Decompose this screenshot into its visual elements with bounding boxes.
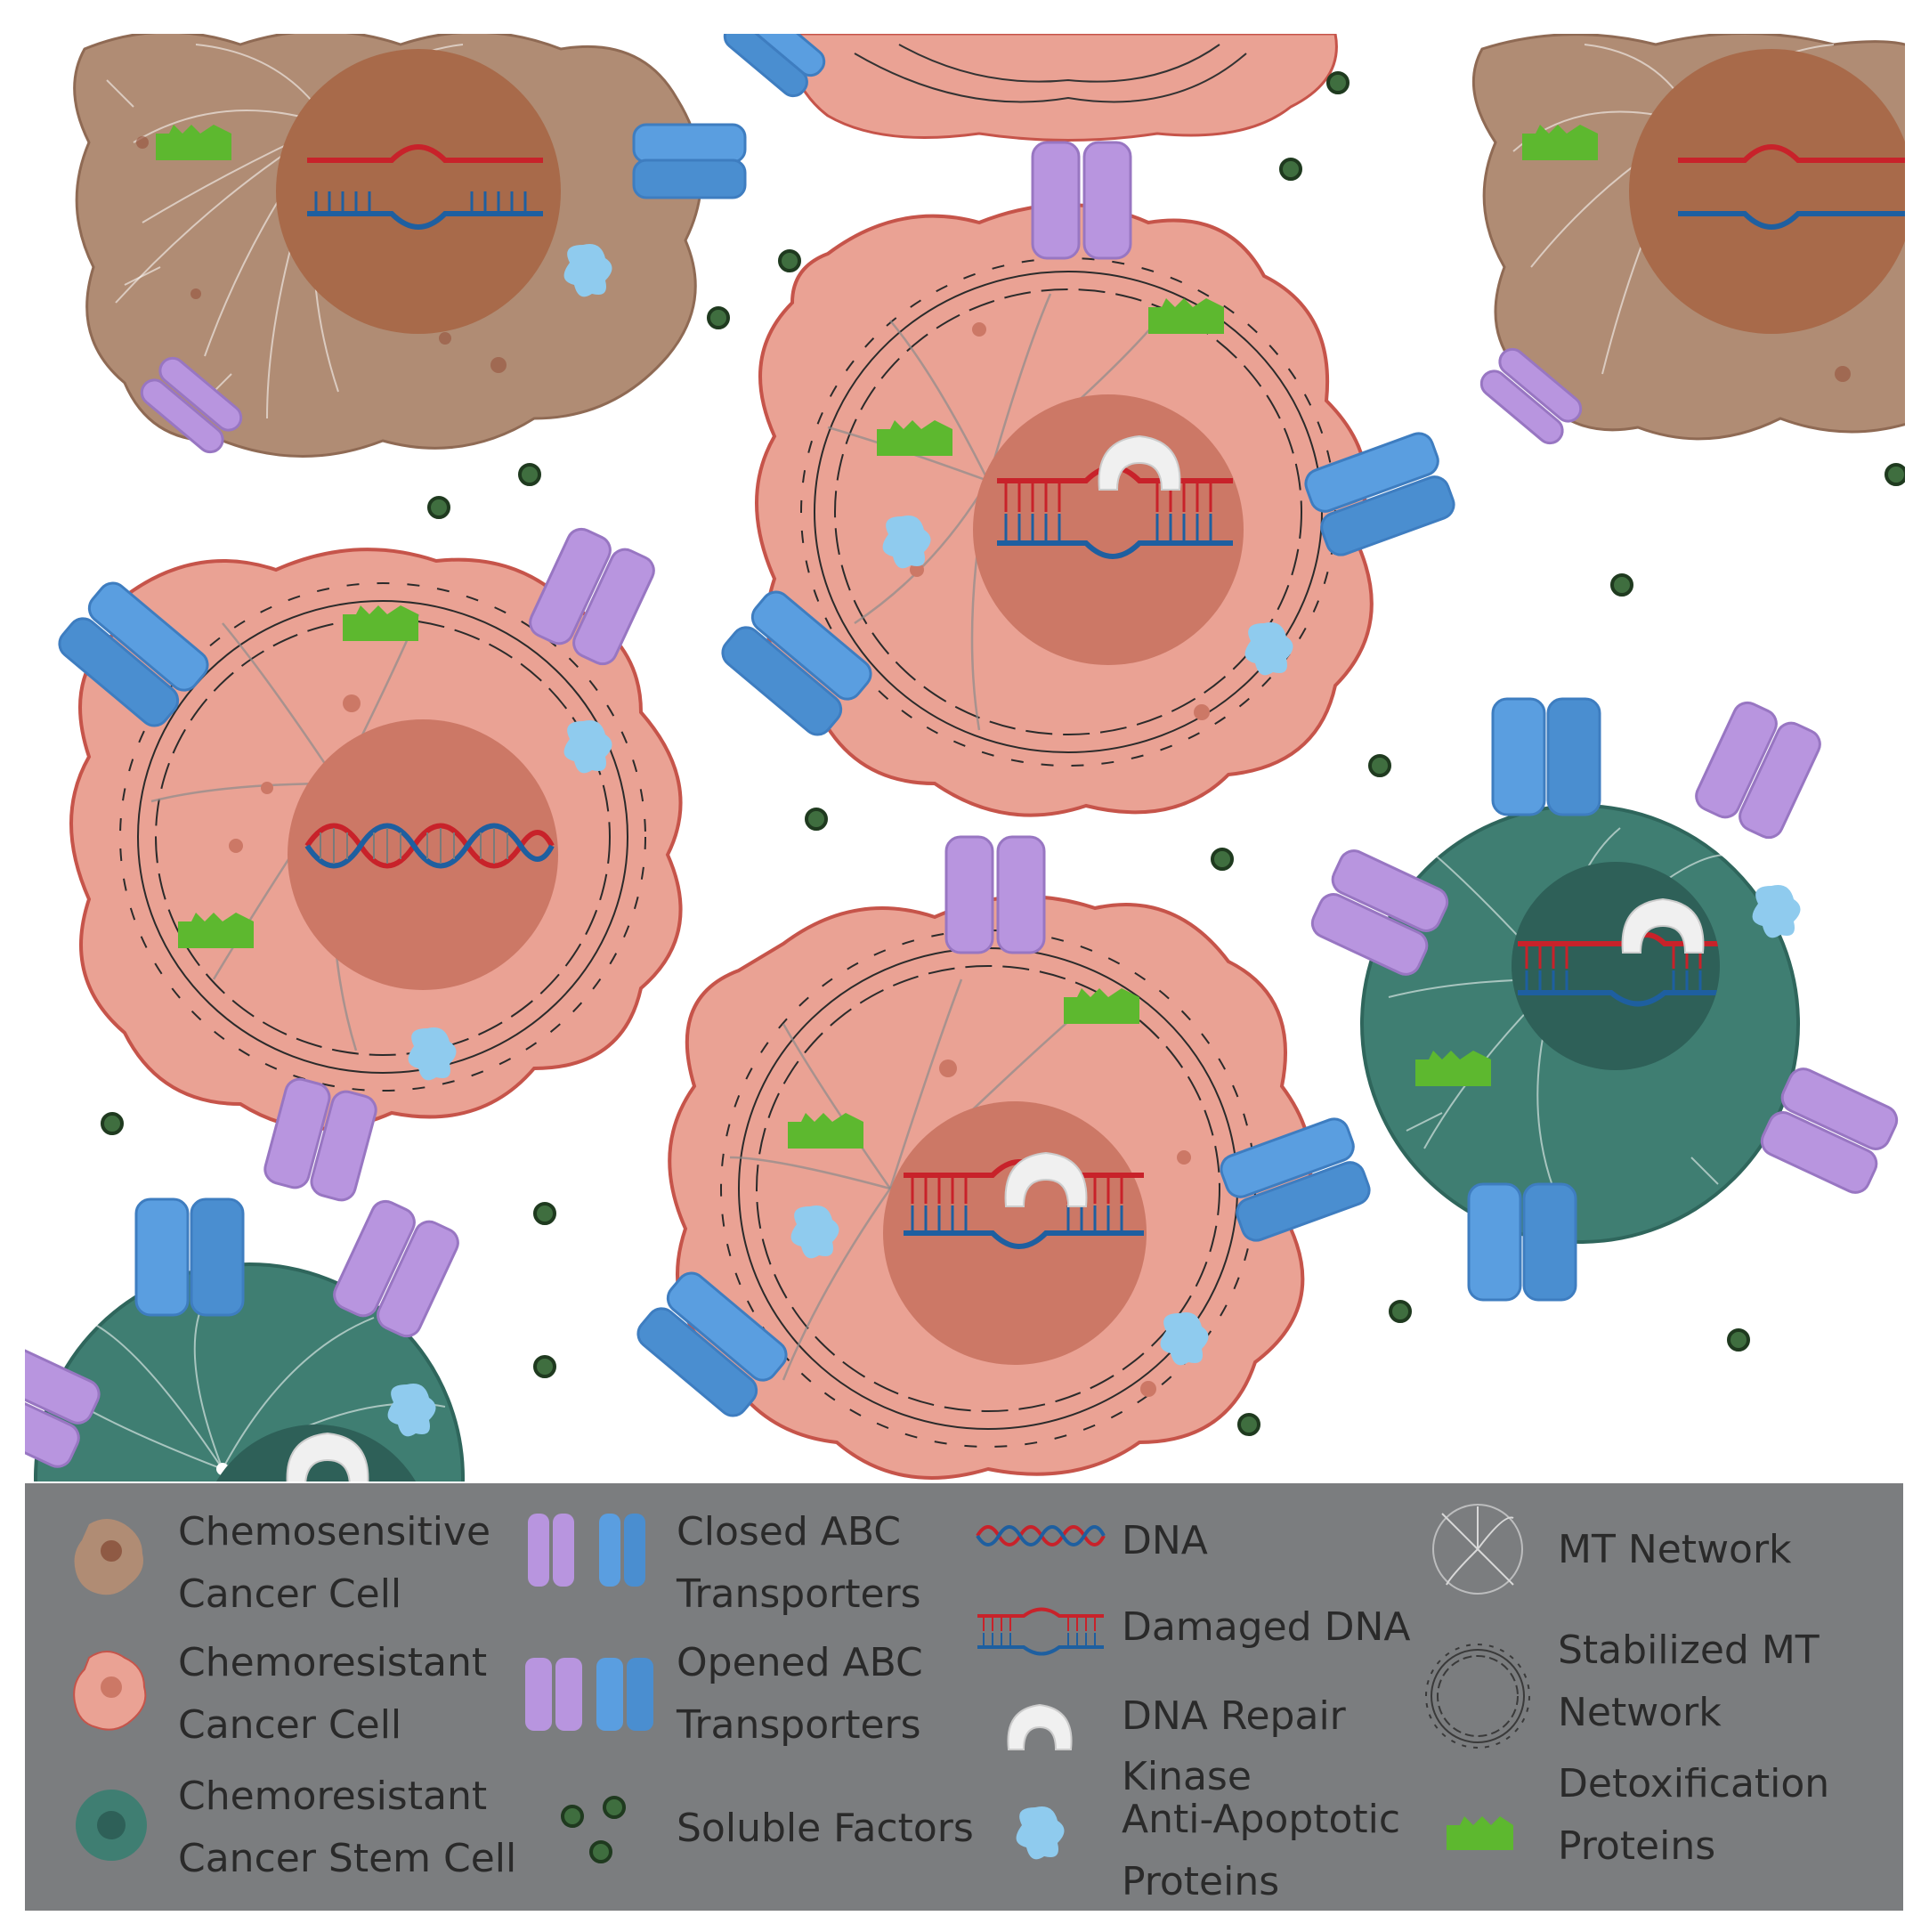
legend-soluble-factors-icon: [561, 1796, 626, 1863]
dna-repair-kinase: [1004, 1151, 1088, 1207]
legend-stabilized-mt-icon: [1425, 1644, 1530, 1749]
closed-abc-transporter: [1695, 701, 1821, 840]
opened-abc-transporter: [721, 590, 872, 736]
legend-dna-repair-label: DNA Repair Kinase: [1122, 1693, 1358, 1799]
legend-cancer-stem-cell-label: Chemoresistant Cancer Stem Cell: [178, 1774, 516, 1881]
legend-chemoresistant-label: Chemoresistant Cancer Cell: [178, 1640, 499, 1748]
opened-abc-transporter: [636, 1271, 788, 1417]
legend-anti-apoptotic-label: Anti-Apoptotic Proteins: [1122, 1797, 1413, 1904]
detox-protein: [178, 913, 254, 948]
legend-dna-label: DNA: [1122, 1518, 1208, 1563]
legend-detox-label: Detoxification Proteins: [1558, 1761, 1842, 1869]
opened-abc-transporter: [1467, 1182, 1577, 1302]
legend-opened-abc-label: Opened ABC Transporters: [676, 1640, 936, 1748]
legend-detox-protein-icon: [1447, 1816, 1513, 1850]
closed-abc-transporter: [1760, 1067, 1899, 1194]
cells-field: [25, 34, 1905, 1481]
opened-abc-transporter: [632, 123, 747, 199]
legend-closed-abc-icon: [528, 1514, 645, 1587]
anti-apoptotic-protein: [563, 720, 612, 774]
legend-dna-repair-kinase-icon: [1007, 1703, 1073, 1750]
damaged-dna-graphic: [307, 144, 543, 230]
closed-abc-transporter: [529, 527, 655, 666]
legend-chemosensitive-cell-icon: [74, 1519, 143, 1595]
detox-protein: [1064, 988, 1139, 1024]
legend-damaged-dna-icon: [977, 1607, 1104, 1656]
detox-protein: [877, 420, 952, 456]
opened-abc-transporter: [134, 1197, 245, 1317]
chemoresistant-cell-left: [69, 548, 683, 1131]
opened-abc-transporter: [723, 34, 826, 98]
opened-abc-transporter: [1491, 697, 1601, 816]
anti-apoptotic-protein: [790, 1205, 839, 1259]
legend-damaged-dna-label: Damaged DNA: [1122, 1604, 1410, 1650]
legend-chemosensitive-label: Chemosensitive Cancer Cell: [178, 1509, 503, 1617]
closed-abc-transporter: [1031, 141, 1132, 260]
opened-abc-transporter: [1304, 432, 1455, 556]
cancer-stem-cell-bottom-left: [34, 1262, 465, 1481]
legend-stabilized-mt-label: Stabilized MT Network: [1558, 1628, 1832, 1735]
legend-opened-abc-icon: [525, 1658, 653, 1731]
detox-protein: [156, 125, 231, 160]
detox-protein: [1148, 298, 1224, 334]
closed-abc-transporter: [333, 1199, 459, 1338]
legend-mt-network-label: MT Network: [1558, 1527, 1792, 1572]
opened-abc-transporter: [1220, 1117, 1371, 1242]
detox-protein: [343, 605, 418, 641]
anti-apoptotic-protein: [882, 515, 931, 569]
cancer-stem-cell-right: [1360, 804, 1801, 1244]
chemosensitive-cell-top-right: [1471, 34, 1905, 441]
closed-abc-transporter: [25, 1345, 101, 1468]
chemoresistant-cell-center-top: [755, 203, 1374, 817]
legend-dna-icon: [976, 1525, 1106, 1546]
anti-apoptotic-protein: [408, 1027, 457, 1081]
legend-cancer-stem-cell-icon: [76, 1790, 147, 1861]
closed-abc-transporter: [1310, 849, 1449, 976]
chemosensitive-cell-top-left: [73, 34, 703, 458]
chemoresistant-cell-top-center: [782, 34, 1338, 142]
anti-apoptotic-protein: [563, 244, 612, 297]
opened-abc-transporter: [58, 581, 209, 727]
legend-closed-abc-label: Closed ABC Transporters: [676, 1509, 921, 1617]
legend-anti-apoptotic-icon: [1016, 1806, 1065, 1860]
dna-double-helix: [304, 823, 555, 869]
anti-apoptotic-protein: [1244, 622, 1293, 676]
legend-chemoresistant-cell-icon: [73, 1651, 147, 1731]
legend-soluble-factors-label: Soluble Factors: [677, 1806, 974, 1851]
detox-protein: [788, 1113, 863, 1149]
anti-apoptotic-protein: [1160, 1312, 1209, 1366]
dna-repair-kinase: [1098, 434, 1181, 491]
legend-panel: Chemosensitive Cancer Cell Chemoresistan…: [25, 1483, 1903, 1911]
closed-abc-transporter: [140, 356, 243, 454]
chemoresistant-cell-bottom-center: [668, 895, 1313, 1480]
legend-mt-network-icon: [1432, 1504, 1523, 1595]
soluble-factors: [101, 71, 1905, 1436]
closed-abc-transporter: [944, 835, 1046, 954]
closed-abc-transporter: [263, 1077, 377, 1202]
closed-abc-transporter: [1479, 347, 1583, 445]
